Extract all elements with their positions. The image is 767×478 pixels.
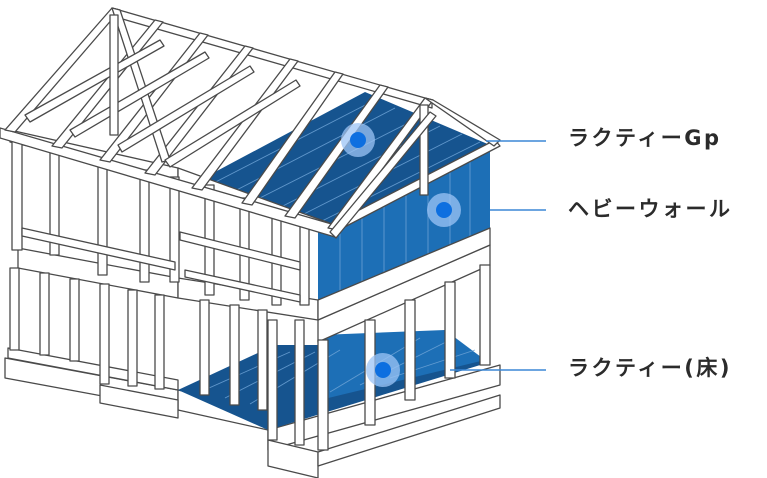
roof-marker <box>341 123 375 157</box>
wall-marker <box>427 193 461 227</box>
floor-panel-label: ラクティー(床) <box>568 356 732 380</box>
wall-panel-label: ヘビーウォール <box>568 197 733 221</box>
roof-trusses <box>0 7 501 239</box>
roof-panel-label: ラクティーGp <box>568 126 722 150</box>
first-floor-frame <box>7 227 491 451</box>
floor-marker <box>366 353 400 387</box>
